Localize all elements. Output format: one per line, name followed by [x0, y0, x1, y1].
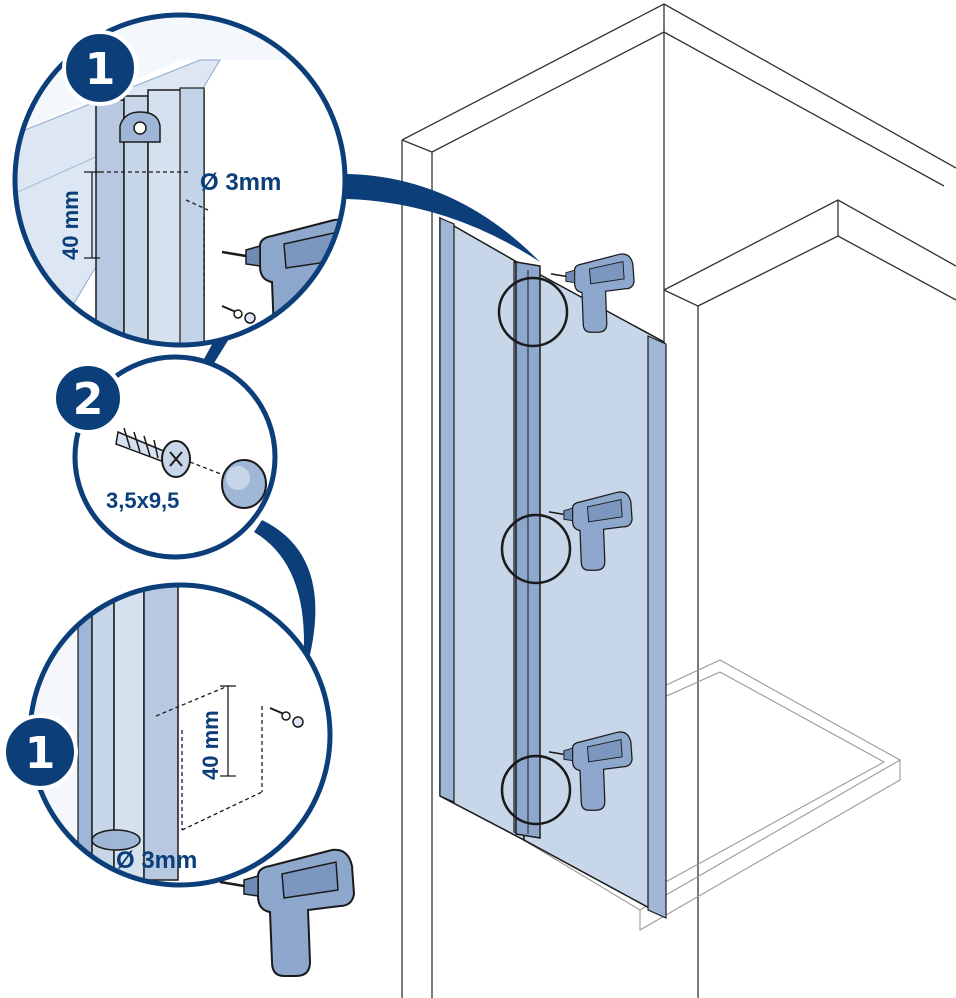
- enclosure-walls: [401, 3, 956, 998]
- connector-screw-to-bottom: [254, 520, 316, 690]
- bottom-height-label: 40 mm: [198, 710, 223, 780]
- step-2-badge: 2: [52, 362, 124, 434]
- connector-top-to-enclosure: [304, 173, 540, 262]
- step-1-badge-top: 1: [62, 30, 138, 106]
- screw-cap-icon: [221, 459, 267, 509]
- highlight-circle-bottom: [500, 754, 572, 826]
- top-height-label: 40 mm: [58, 190, 83, 260]
- detail-top: 40 mm Ø 3mm 1: [12, 12, 348, 348]
- top-dimension: [84, 171, 209, 300]
- bottom-profile: [77, 585, 179, 881]
- screw-size-label: 3,5x9,5: [106, 488, 179, 513]
- bottom-dimension: [155, 685, 263, 831]
- top-small-screw: [221, 305, 256, 324]
- top-profile: [95, 87, 205, 345]
- screw-icon: [115, 427, 191, 478]
- bottom-small-screw: [269, 707, 304, 728]
- fixed-glass-panel: [439, 216, 527, 842]
- highlight-circle-top: [497, 276, 569, 348]
- svg-text:2: 2: [73, 374, 104, 425]
- detail-bottom: 40 mm Ø 3mm 1: [2, 582, 356, 978]
- bottom-drill-label: Ø 3mm: [116, 847, 197, 874]
- door-glass-panel: [515, 261, 667, 919]
- svg-text:1: 1: [25, 728, 56, 779]
- detail-screw: 3,5x9,5 2: [52, 354, 278, 560]
- highlight-circle-middle: [500, 513, 572, 585]
- step-1-badge-bottom: 1: [2, 714, 78, 790]
- top-drill-label: Ø 3mm: [200, 169, 281, 196]
- shower-enclosure: [401, 3, 956, 998]
- svg-text:1: 1: [85, 44, 116, 95]
